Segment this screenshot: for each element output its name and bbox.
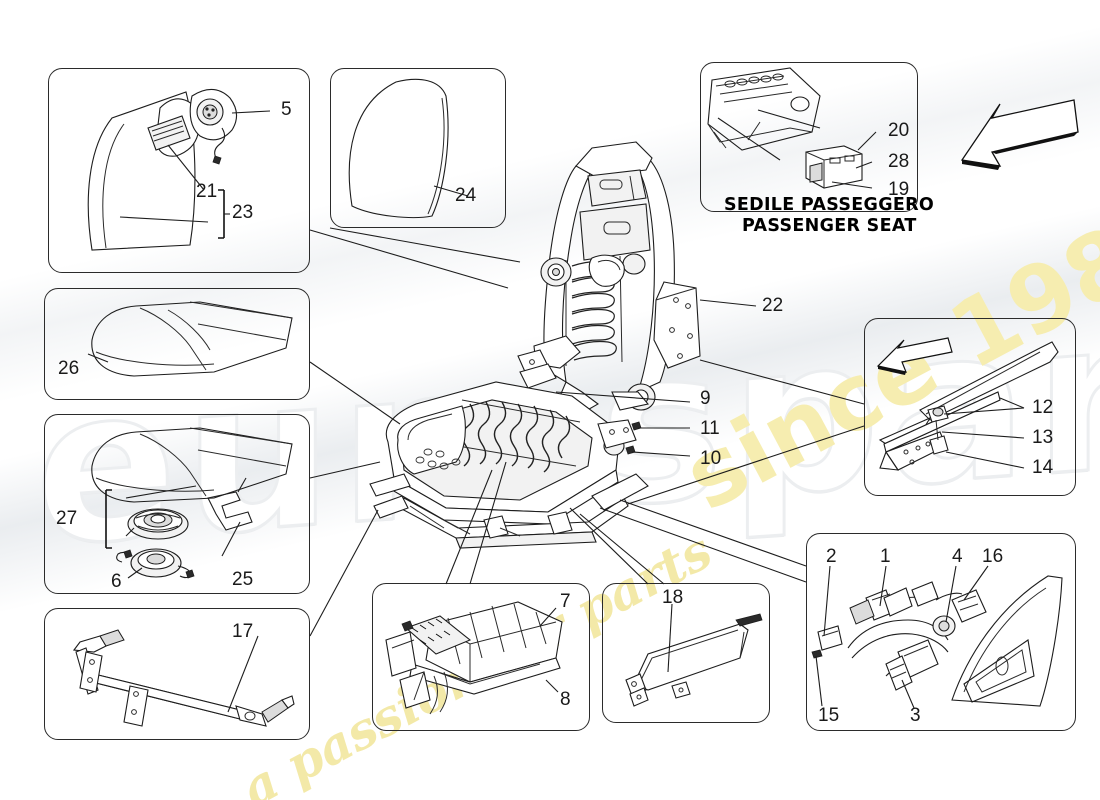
arrow-indicator-top-right: [962, 100, 1078, 170]
callout-13: 13: [1032, 427, 1054, 448]
panel-cushion-assembly: [44, 414, 310, 594]
callout-23: 23: [232, 202, 254, 223]
callout-27: 27: [56, 508, 78, 529]
callout-14: 14: [1032, 457, 1054, 478]
callout-12: 12: [1032, 397, 1054, 418]
callout-15: 15: [818, 705, 840, 726]
callout-4: 4: [952, 546, 963, 567]
callout-19: 19: [888, 179, 910, 200]
panel-backrest-cover: [330, 68, 506, 228]
callout-7: 7: [560, 591, 571, 612]
callout-28: 28: [888, 151, 910, 172]
callout-11: 11: [700, 418, 720, 439]
panel-headrest-guide: [48, 68, 310, 273]
callout-18: 18: [662, 587, 684, 608]
panel-wire-frame: [602, 583, 770, 723]
callout-2: 2: [826, 546, 837, 567]
art-seatback-frame: [518, 142, 700, 454]
callout-9: 9: [700, 388, 711, 409]
panel-wiring-harness: [806, 533, 1076, 731]
callout-6: 6: [111, 571, 122, 592]
callout-22: 22: [762, 295, 784, 316]
panel-crossmember: [44, 608, 310, 740]
panel-rail-bracket: [864, 318, 1076, 496]
callout-24: 24: [455, 185, 477, 206]
callout-8: 8: [560, 689, 571, 710]
callout-10: 10: [700, 448, 722, 469]
callout-26: 26: [58, 358, 80, 379]
inset-title-italian: SEDILE PASSEGGERO: [724, 195, 935, 215]
callout-25: 25: [232, 569, 254, 590]
panel-control-module: [372, 583, 590, 731]
callout-16: 16: [982, 546, 1004, 567]
inset-title-english: PASSENGER SEAT: [742, 216, 917, 236]
panel-passenger-seat: [700, 62, 918, 212]
callout-21: 21: [196, 181, 218, 202]
leader-lines: [310, 228, 864, 636]
callout-1: 1: [880, 546, 891, 567]
panel-cushion-pad: [44, 288, 310, 400]
callout-20: 20: [888, 120, 910, 141]
callout-5: 5: [281, 99, 292, 120]
art-seat-cushion-frame: [370, 382, 648, 548]
callout-17: 17: [232, 621, 254, 642]
callout-3: 3: [910, 705, 921, 726]
